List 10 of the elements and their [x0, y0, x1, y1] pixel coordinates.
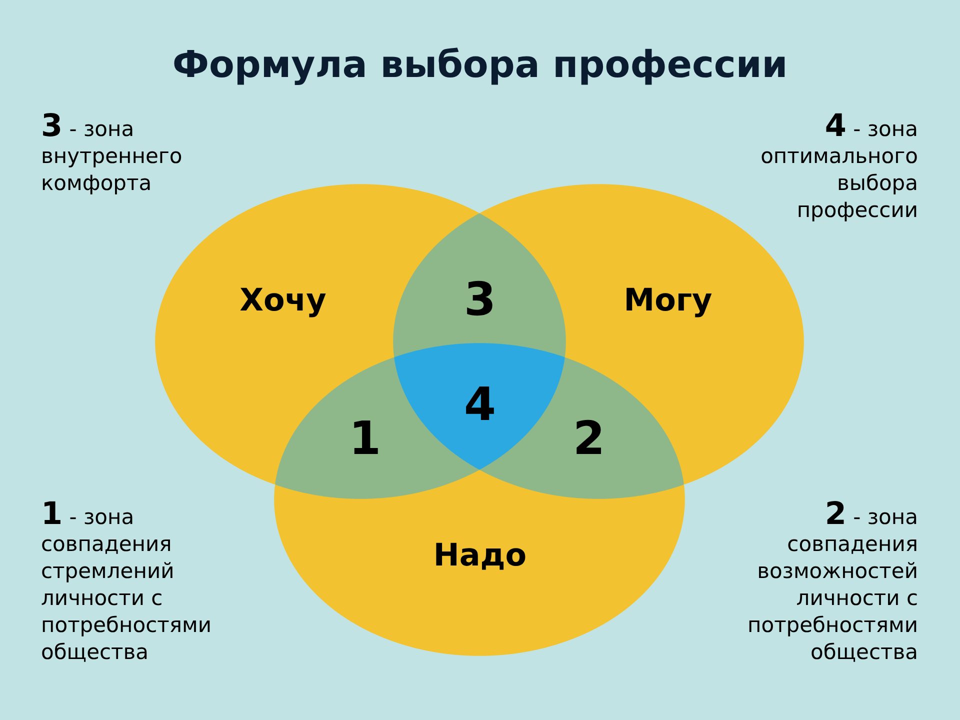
set-label: Хочу [240, 286, 326, 316]
zone-number: 1 [349, 415, 381, 461]
zone-number: 2 [573, 415, 605, 461]
zone-number: 4 [464, 381, 496, 427]
diagram-title: Формула выбора профессии [172, 42, 788, 88]
set-label: Надо [433, 540, 527, 572]
zone-number: 3 [464, 276, 496, 322]
overlap-region [394, 343, 565, 470]
set-label: Могу [624, 286, 712, 316]
overlap-region [393, 213, 566, 358]
